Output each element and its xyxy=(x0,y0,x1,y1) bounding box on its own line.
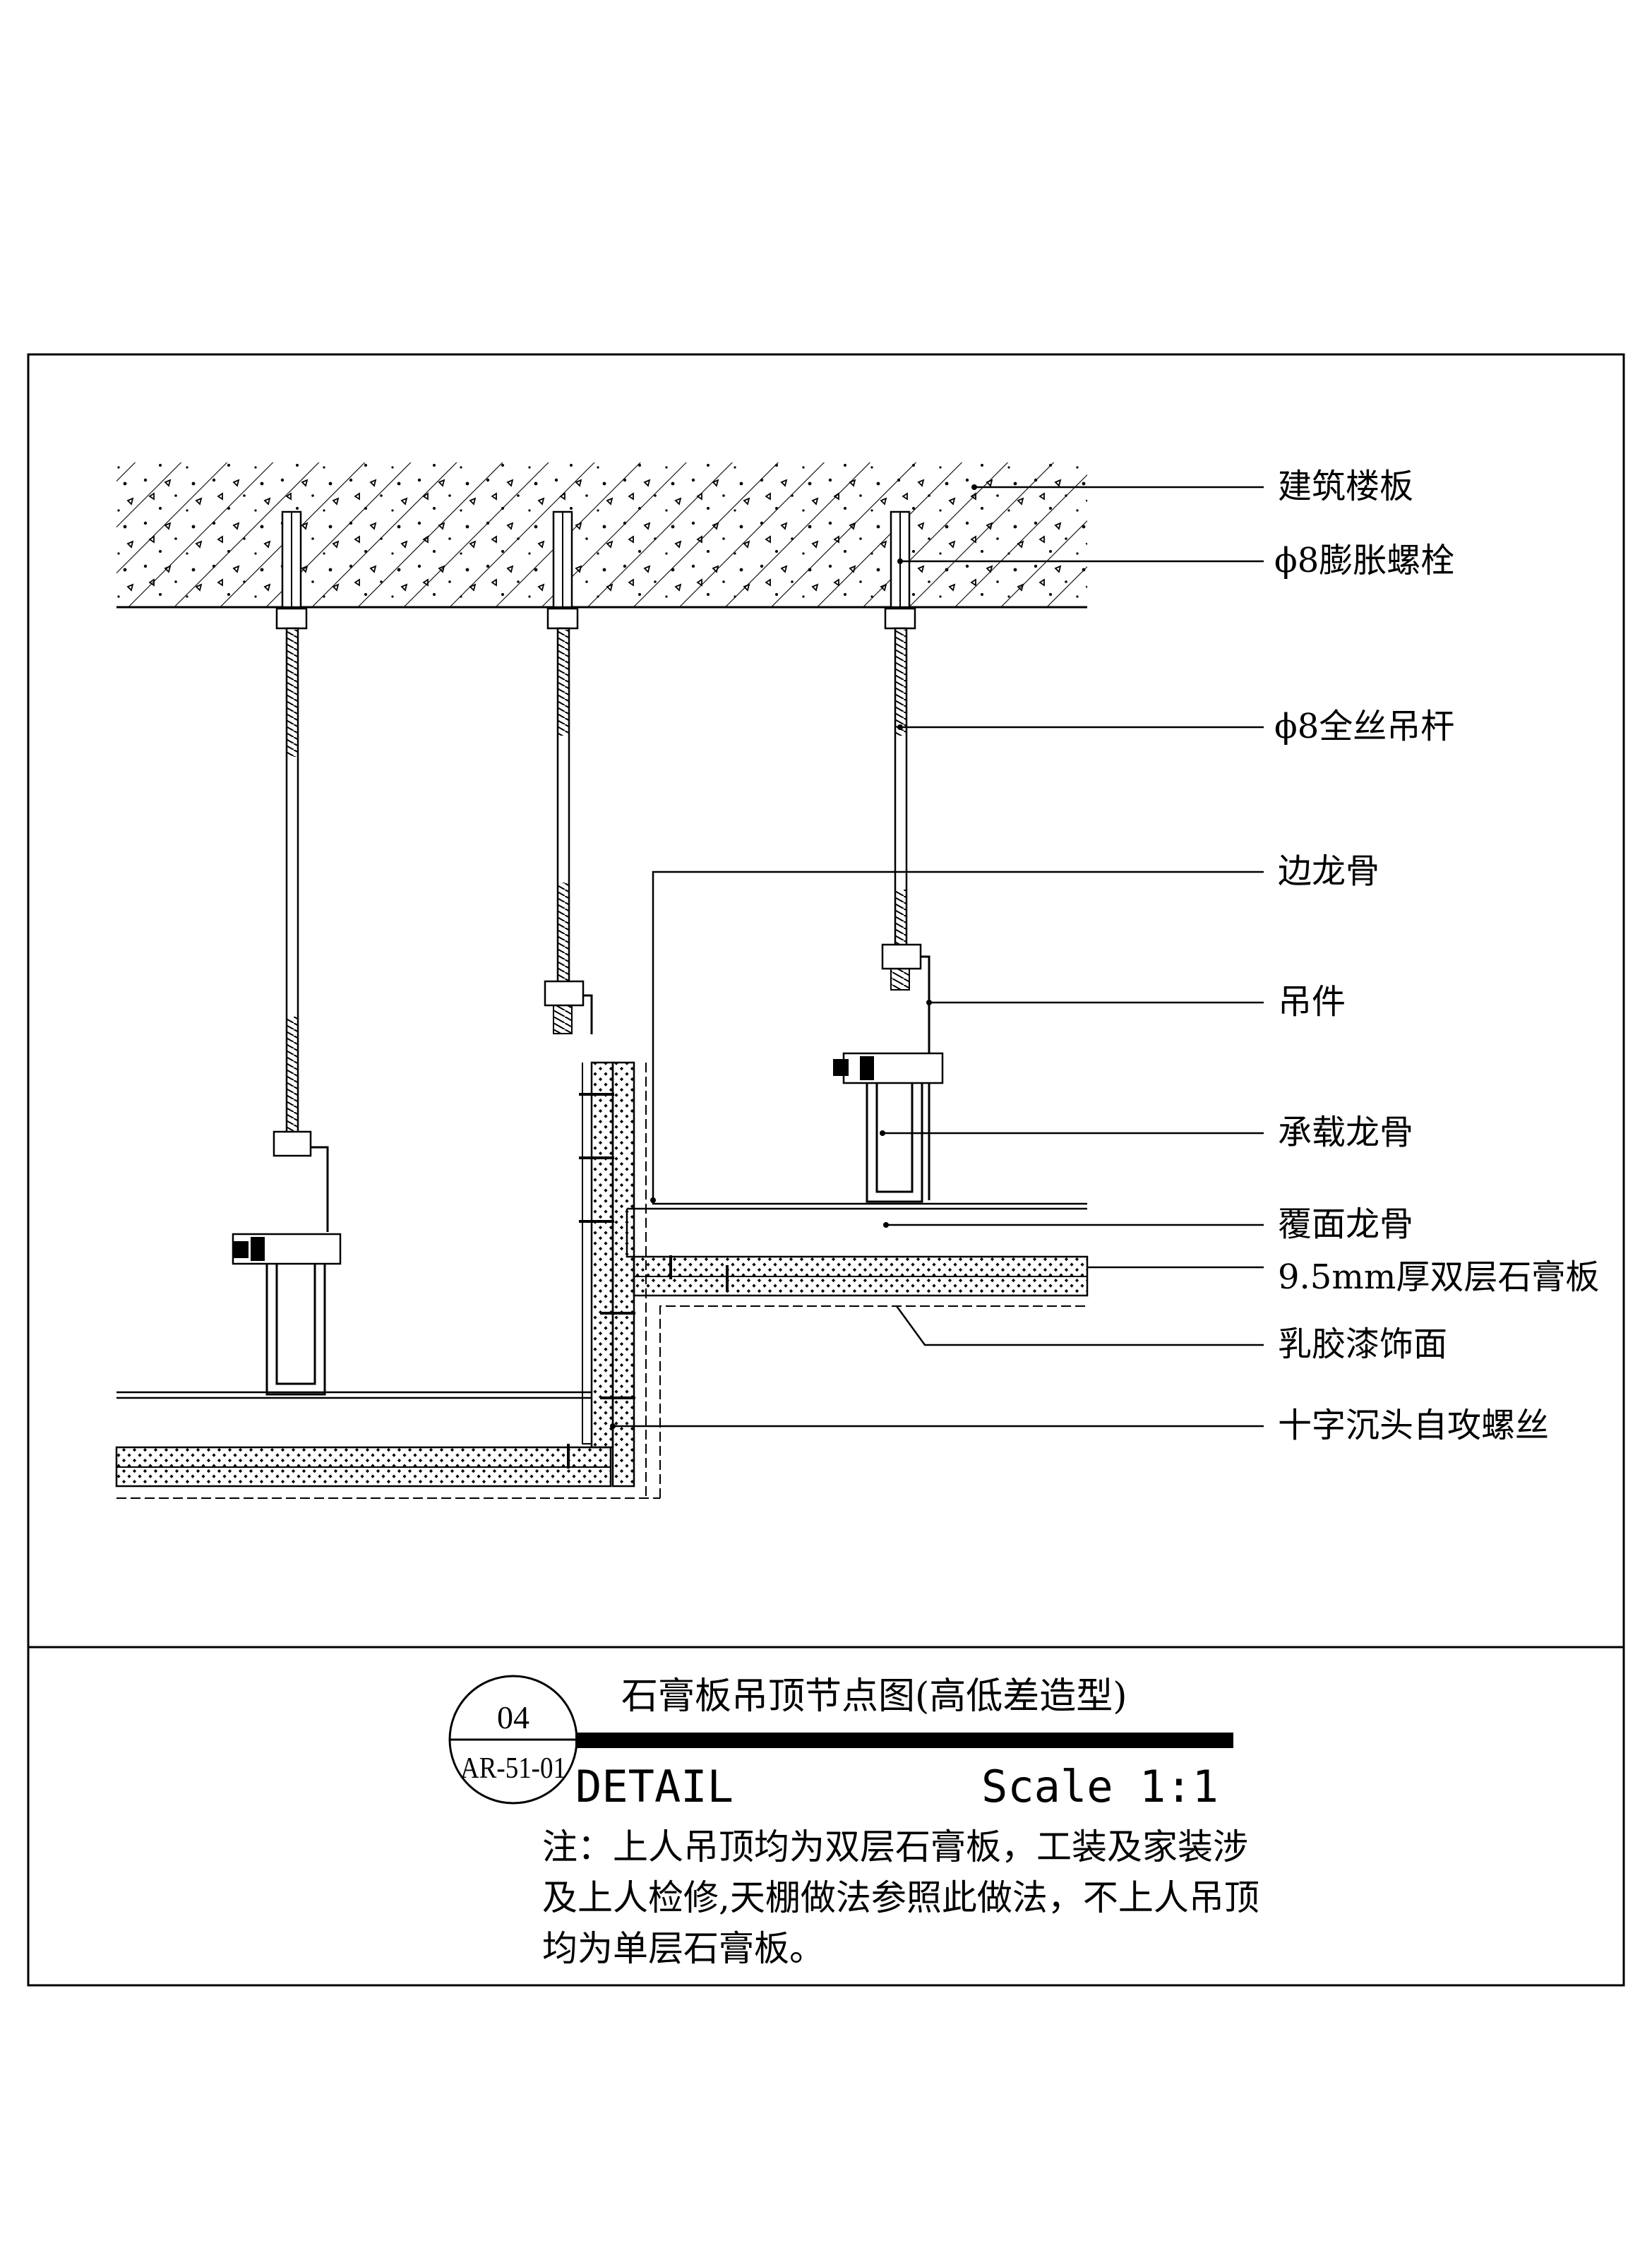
hanger-assembly-right xyxy=(833,510,944,1203)
title-underline xyxy=(575,1733,1233,1748)
detail-bubble: 04 AR-51-01 xyxy=(448,1675,578,1805)
detail-note: 注：上人吊顶均为双层石膏板，工装及家装涉 及上人检修,天棚做法参照此做法，不上人… xyxy=(542,1822,1375,1974)
label-gypsum-board: 9.5mm厚双层石膏板 xyxy=(1278,1257,1599,1297)
note-line: 及上人检修,天棚做法参照此做法，不上人吊顶 xyxy=(542,1877,1259,1918)
note-line: 注：上人吊顶均为双层石膏板，工装及家装涉 xyxy=(542,1826,1248,1867)
bubble-sheet-ref: AR-51-01 xyxy=(460,1752,566,1785)
label-edge-keel: 边龙骨 xyxy=(1278,851,1379,891)
detail-title: 石膏板吊顶节点图(高低差造型) xyxy=(621,1675,1127,1718)
hanger-assembly-middle xyxy=(544,510,593,1034)
leader-lines xyxy=(613,486,1264,1428)
leader-dots xyxy=(610,484,977,1429)
floor-slab xyxy=(116,462,1087,609)
hanger-assembly-left xyxy=(232,510,342,1396)
label-main-keel: 承载龙骨 xyxy=(1278,1113,1413,1152)
drawing-frame xyxy=(27,353,1625,1987)
label-floor-slab: 建筑楼板 xyxy=(1278,467,1413,506)
scale-label: Scale 1:1 xyxy=(981,1761,1219,1812)
label-hanger: 吊件 xyxy=(1278,982,1346,1022)
step-wall xyxy=(579,1061,647,1498)
label-threaded-rod: ϕ8全丝吊杆 xyxy=(1274,707,1454,746)
label-screw: 十字沉头自攻螺丝 xyxy=(1278,1406,1549,1445)
upper-ceiling xyxy=(626,1200,1089,1498)
bubble-number: 04 xyxy=(497,1699,529,1735)
detail-label: DETAIL xyxy=(575,1761,734,1812)
label-expansion-bolt: ϕ8膨胀螺栓 xyxy=(1274,541,1454,580)
label-latex-paint: 乳胶漆饰面 xyxy=(1278,1324,1447,1364)
lower-ceiling xyxy=(115,1391,660,1499)
label-cover-keel: 覆面龙骨 xyxy=(1278,1204,1413,1244)
note-line: 均为单层石膏板。 xyxy=(542,1928,825,1969)
